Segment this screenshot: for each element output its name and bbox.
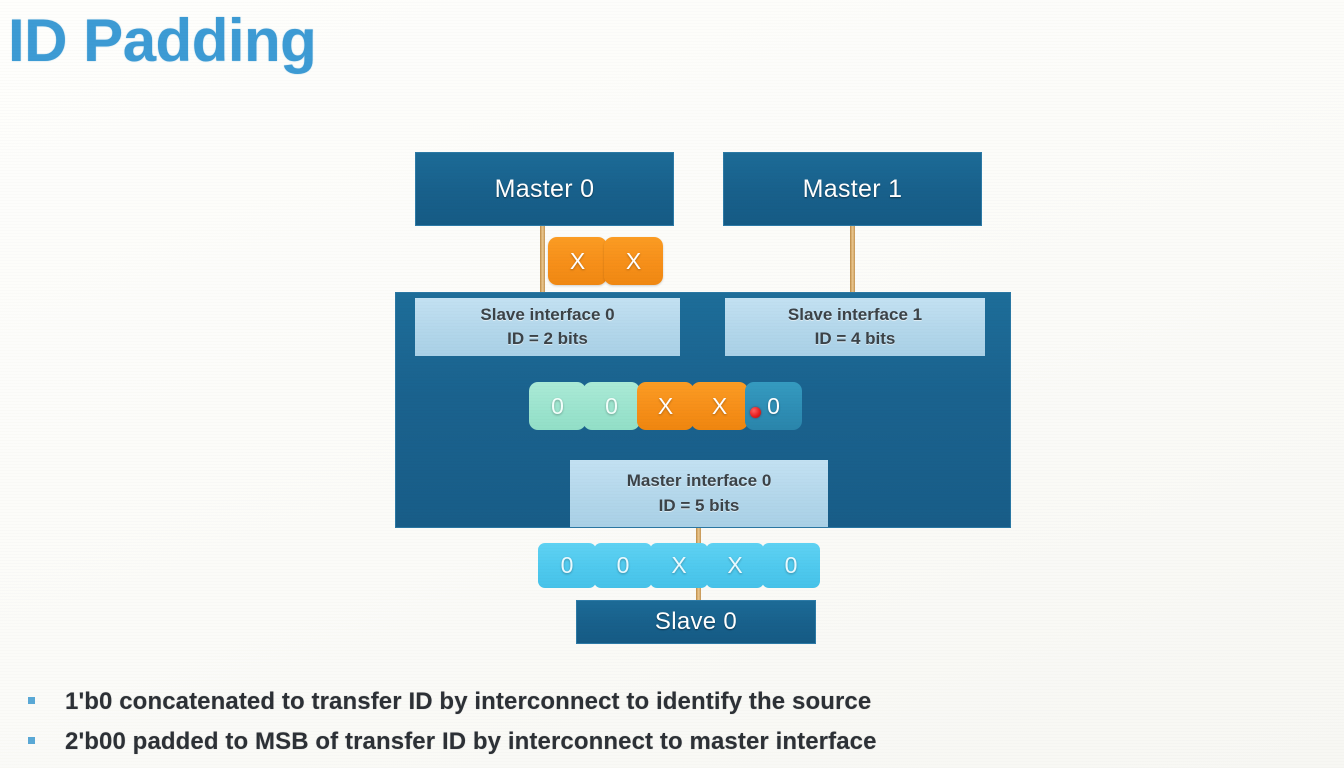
list-item: 2'b00 padded to MSB of transfer ID by in… [28,728,1318,756]
master-1-label: Master 1 [802,174,903,203]
bit-cell: X [691,382,748,430]
slave-interface-1-id-width: ID = 4 bits [814,329,896,348]
bit-cell: X [548,237,607,285]
bit-cell: 0 [745,382,802,430]
master-1-box[interactable]: Master 1 [723,152,982,226]
bullet-list: 1'b0 concatenated to transfer ID by inte… [28,688,1318,768]
bit-cell: X [706,543,764,588]
bit-cell: 0 [583,382,640,430]
slave-interface-0-box[interactable]: Slave interface 0 ID = 2 bits [415,298,680,356]
slave-interface-1-name: Slave interface 1 [787,304,923,324]
pointer-marker-dot [750,407,761,418]
slave-interface-0-name: Slave interface 0 [480,304,615,324]
bit-cell: 0 [538,543,596,588]
bit-cell: X [604,237,663,285]
interconnect-id-bit-row: 0 0 X X 0 [529,382,802,430]
bit-cell: X [650,543,708,588]
master-interface-0-name: Master interface 0 [626,471,772,491]
slave-0-label: Slave 0 [654,608,738,635]
master-interface-0-box[interactable]: Master interface 0 ID = 5 bits [570,460,828,527]
bit-cell: X [637,382,694,430]
connector-master1-to-slave-interface-1 [850,224,855,302]
list-item: 1'b0 concatenated to transfer ID by inte… [28,688,1318,716]
bit-cell: 0 [529,382,586,430]
bullet-square-icon [28,737,35,744]
master0-id-bit-row: X X [548,237,663,285]
page-title: ID Padding [8,7,317,74]
connector-master0-to-slave-interface-0 [540,224,545,302]
slave-interface-0-id-width: ID = 2 bits [507,329,588,348]
master-0-box[interactable]: Master 0 [415,152,674,226]
master-0-label: Master 0 [494,174,595,203]
slave-interface-1-box[interactable]: Slave interface 1 ID = 4 bits [725,298,985,356]
bullet-square-icon [28,697,35,704]
bit-cell: 0 [594,543,652,588]
slave-0-box[interactable]: Slave 0 [576,600,816,644]
bullet-text: 2'b00 padded to MSB of transfer ID by in… [65,728,877,755]
slave-id-bit-row: 0 0 X X 0 [538,543,820,588]
bit-cell: 0 [762,543,820,588]
master-interface-0-id-width: ID = 5 bits [658,495,740,515]
bullet-text: 1'b0 concatenated to transfer ID by inte… [65,688,872,715]
